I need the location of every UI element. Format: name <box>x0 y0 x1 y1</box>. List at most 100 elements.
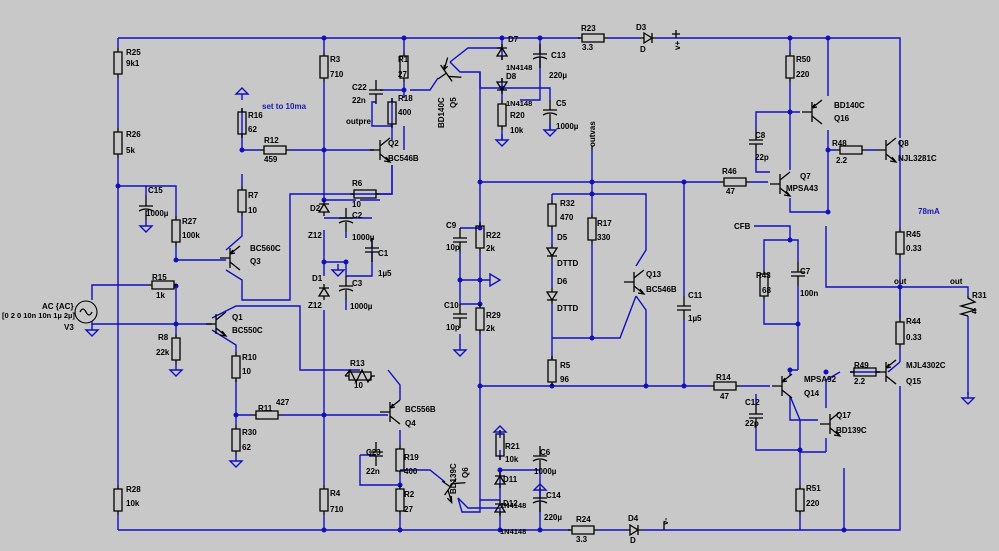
resistor-r10 <box>231 351 241 383</box>
label-r22: R22 <box>486 231 501 240</box>
value-r30: 62 <box>242 443 251 452</box>
label-d12: D12 <box>503 499 518 508</box>
ground-icon <box>331 263 345 277</box>
value-q8: NJL3281C <box>898 154 937 163</box>
transistor-q8 <box>875 137 897 163</box>
resistor-r32 <box>547 199 557 231</box>
label-d2: D2 <box>310 204 321 213</box>
value-r19: 400 <box>404 467 418 476</box>
value-d7: 1N4148 <box>506 63 532 72</box>
resistor-r26 <box>113 127 123 159</box>
value-r21: 10k <box>505 455 519 464</box>
label-q17: Q17 <box>836 411 852 420</box>
label-r24: R24 <box>576 515 591 524</box>
label-r28: R28 <box>126 485 141 494</box>
label-r15: R15 <box>152 273 167 282</box>
label-q5: Q5 <box>449 97 458 108</box>
label-d7: D7 <box>508 35 519 44</box>
value-q1: BC550C <box>232 326 263 335</box>
value-r8: 22k <box>156 348 170 357</box>
label-r20: R20 <box>510 111 525 120</box>
label-d4: D4 <box>628 514 639 523</box>
label-c14: C14 <box>546 491 561 500</box>
net-cfb: CFB <box>734 222 751 231</box>
value-r11: 427 <box>276 398 290 407</box>
sine-icon <box>79 308 93 316</box>
transistor-q16 <box>801 99 823 125</box>
value-d8: 1N4148 <box>506 99 532 108</box>
label-r17: R17 <box>597 219 612 228</box>
capacitor-c22 <box>368 79 384 105</box>
label-c9: C9 <box>446 221 457 230</box>
label-r25: R25 <box>126 48 141 57</box>
transistor-q4 <box>379 399 401 425</box>
value-d5: DTTD <box>557 259 579 268</box>
net-outpre: outpre <box>346 117 371 126</box>
resistor-r15 <box>147 280 179 290</box>
source-params: [0 2 0 10n 10n 1µ 2µ] <box>2 311 75 320</box>
label-r44: R44 <box>906 317 921 326</box>
label-q2: Q2 <box>388 139 399 148</box>
value-q15: MJL4302C <box>906 361 946 370</box>
resistor-r44 <box>895 317 905 349</box>
value-r2: 27 <box>404 505 413 514</box>
label-c15: C15 <box>148 186 163 195</box>
resistor-r29 <box>475 303 485 335</box>
label-r14: R14 <box>716 373 731 382</box>
ground-icon <box>543 123 557 137</box>
label-q3: Q3 <box>250 257 261 266</box>
resistor-r2 <box>395 484 405 516</box>
label-c10: C10 <box>444 301 459 310</box>
value-r24: 3.3 <box>576 535 588 544</box>
transistors <box>205 56 897 504</box>
label-r11: R11 <box>258 404 273 413</box>
net-vplus: v+ <box>673 41 682 50</box>
value-r23: 3.3 <box>582 43 594 52</box>
net-outvas: outvas <box>588 121 597 147</box>
value-c10: 10p <box>446 323 460 332</box>
value-r44: 0.33 <box>906 333 922 342</box>
ground-icon <box>85 323 99 337</box>
net-out: out <box>894 277 907 286</box>
value-c2: 1000µ <box>352 233 375 242</box>
value-r28: 10k <box>126 499 140 508</box>
value-c9: 10p <box>446 243 460 252</box>
value-r31: 4 <box>972 307 977 316</box>
ground-icon <box>169 363 183 377</box>
label-r12: R12 <box>264 136 279 145</box>
value-r26: 5k <box>126 146 135 155</box>
value-r20: 10k <box>510 126 524 135</box>
value-r10: 10 <box>242 367 251 376</box>
label-q8: Q8 <box>898 139 909 148</box>
value-r1: 27 <box>398 70 407 79</box>
label-r4: R4 <box>330 489 341 498</box>
resistor-r46 <box>719 177 751 187</box>
value-r48: 2.2 <box>836 156 848 165</box>
value-q17: BD139C <box>836 426 867 435</box>
label-r13: R13 <box>350 359 365 368</box>
value-r6: 10 <box>352 200 361 209</box>
capacitor-c2 <box>338 207 354 233</box>
resistor-r24 <box>567 525 599 535</box>
label-r43: R43 <box>756 271 771 280</box>
label-r8: R8 <box>158 333 169 342</box>
transistor-q14 <box>771 373 793 399</box>
ground-icon <box>235 87 249 101</box>
label-c6: C6 <box>540 448 551 457</box>
resistor-r51 <box>795 484 805 516</box>
bias-note: set to 10ma <box>262 102 307 111</box>
value-c13: 220µ <box>549 71 567 80</box>
label-r51: R51 <box>806 484 821 493</box>
diode-d3 <box>639 32 657 44</box>
label-c23: C23 <box>366 448 381 457</box>
resistor-r7 <box>237 185 247 217</box>
diode-d5 <box>546 243 558 261</box>
label-d3: D3 <box>636 23 647 32</box>
ground-arrow-icon <box>489 272 502 288</box>
resistor-r20 <box>497 99 507 131</box>
label-r2: R2 <box>404 490 415 499</box>
value-r32: 470 <box>560 213 574 222</box>
label-q15: Q15 <box>906 377 922 386</box>
label-r6: R6 <box>352 179 363 188</box>
